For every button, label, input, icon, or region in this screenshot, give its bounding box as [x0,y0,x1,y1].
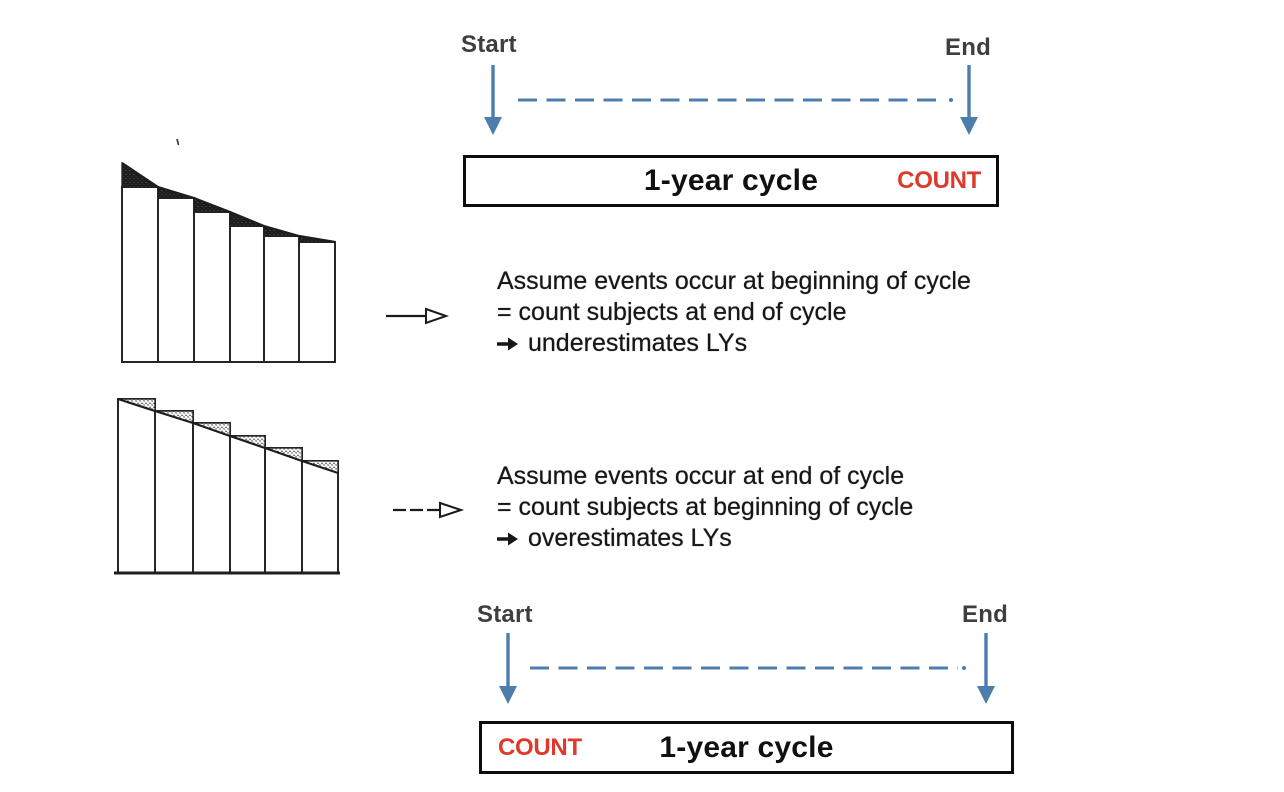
pointer-arrow-icon-2 [393,501,465,519]
end-down-arrow-icon [977,633,995,704]
annotation-overestimate: Assume events occur at end of cycle = co… [497,461,913,554]
cycle-label-top: 1-year cycle [643,164,819,197]
heavy-right-arrow-icon [497,531,519,547]
count-label-bottom: COUNT [498,733,582,761]
end-label-top: End [945,34,991,61]
annotation-conclusion-line: overestimates LYs [497,523,913,554]
start-down-arrow-icon [499,633,517,704]
conclusion-text: underestimates LYs [528,329,748,357]
start-label-bottom: Start [477,601,533,628]
overestimate-staircase-figure [114,397,340,575]
end-down-arrow-icon [960,65,978,135]
bottom-timeline-arrows [499,633,995,704]
annotation-line-2: = count subjects at end of cycle [497,298,847,326]
start-label-top: Start [461,31,517,58]
start-down-arrow-icon [484,65,502,135]
annotation-line-1: Assume events occur at end of cycle [497,462,905,490]
annotation-line-1: Assume events occur at beginning of cycl… [497,267,971,295]
heavy-right-arrow-icon [497,336,519,352]
count-label-top: COUNT [897,167,981,194]
annotation-conclusion-line: underestimates LYs [497,328,971,359]
annotation-underestimate: Assume events occur at beginning of cycl… [497,266,971,359]
annotation-line-2: = count subjects at beginning of cycle [497,493,914,521]
dash-end-dot [962,666,966,670]
underestimate-staircase-figure [121,138,336,363]
end-label-bottom: End [962,601,1008,628]
pointer-arrow-icon-1 [386,307,450,325]
cycle-box-top: 1-year cycle COUNT [463,155,999,207]
top-timeline-arrows [484,65,978,135]
conclusion-text: overestimates LYs [528,524,732,552]
cycle-label-bottom: 1-year cycle [659,730,834,764]
cycle-box-bottom: COUNT 1-year cycle [479,721,1014,774]
dash-end-dot [949,98,953,102]
